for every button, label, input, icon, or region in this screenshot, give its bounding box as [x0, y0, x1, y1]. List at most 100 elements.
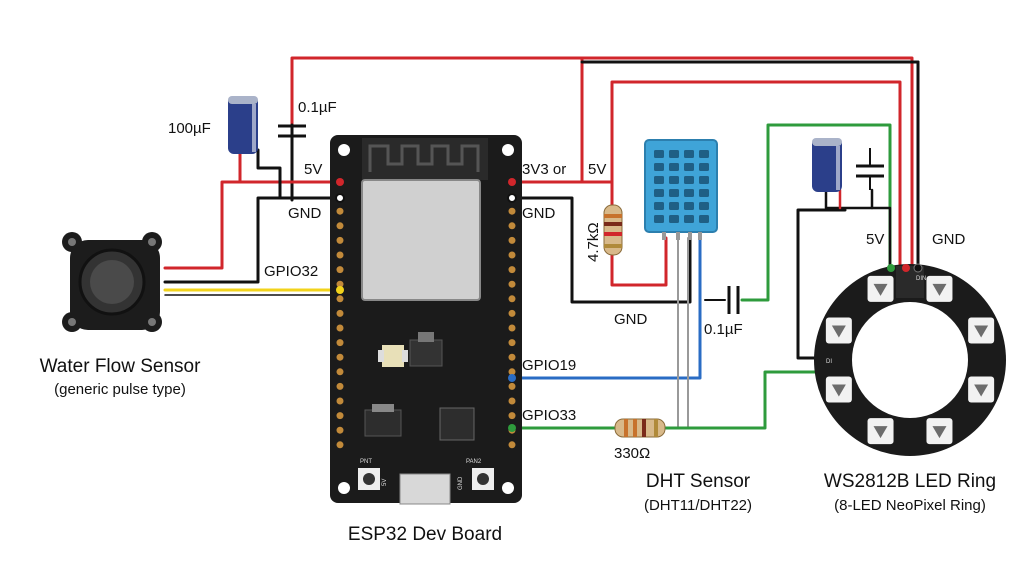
ring-di-label: DI [826, 359, 832, 365]
esp32-btn-left-label: PNT [360, 459, 372, 465]
junction-3v3 [508, 178, 516, 186]
ring-din-label: DIN [916, 276, 926, 282]
ring-inner [852, 302, 968, 418]
dht-grille-slot [684, 176, 694, 184]
label-dht-gnd: GND [614, 311, 648, 328]
ring-cap-top [812, 138, 842, 146]
wire-esp-gnd-dht [510, 196, 692, 304]
dht-grille-slot [684, 215, 694, 223]
dht-grille-slot [669, 202, 679, 210]
capacitor-01uf-left: 0.1µF [278, 99, 337, 138]
ring-led-die [974, 384, 989, 397]
flow-sensor-port-inner [90, 260, 134, 304]
junction-5v [336, 178, 344, 186]
esp32-btn-left-cap[interactable] [363, 473, 375, 485]
label-esp-gpio19: GPIO19 [522, 357, 576, 374]
dht-grille-slot [699, 163, 709, 171]
dht-sensor: GND DHT Sensor (DHT11/DHT22) [614, 139, 752, 514]
resistor-4k7-band2 [604, 222, 622, 226]
esp32-chip-small [364, 409, 402, 437]
dht-grille-slot [654, 150, 664, 158]
label-res-330: 330Ω [614, 445, 650, 462]
dht-title: DHT Sensor [646, 471, 751, 492]
dht-grille-slot [699, 189, 709, 197]
capacitor-100uf-stripe [252, 104, 256, 152]
label-ring-5v: 5V [866, 231, 884, 248]
ring-pad-3 [913, 263, 923, 273]
wire-3v3-to-resistor [580, 80, 902, 270]
dht-grille [654, 150, 709, 223]
esp32-board: PNT PAN2 5V GND ESP32 Dev Board [330, 135, 522, 545]
dht-grille-slot [654, 202, 664, 210]
dht-grille-slot [654, 189, 664, 197]
wire-cap100-gnd [256, 148, 282, 200]
dht-grille-slot [669, 189, 679, 197]
header-pin-left [336, 251, 344, 259]
wire-5v-bus-top [290, 56, 914, 270]
header-pin-right [508, 412, 516, 420]
header-pin-left [336, 426, 344, 434]
dht-pin-2 [676, 232, 680, 240]
flow-sensor-hole-tl [68, 238, 76, 246]
resistor-330-band1 [624, 419, 628, 437]
esp32-hole-tl [338, 144, 350, 156]
header-pin-right [508, 309, 516, 317]
ring-leds [825, 275, 995, 445]
esp32-btn-right-cap[interactable] [477, 473, 489, 485]
ring-led-die [932, 283, 947, 296]
header-pin-right [508, 441, 516, 449]
dht-grille-slot [684, 189, 694, 197]
wire-gpio33-green-2 [663, 370, 822, 430]
esp32-usb-port[interactable] [399, 473, 451, 505]
header-pin-right [508, 295, 516, 303]
label-100uf: 100µF [168, 120, 211, 137]
header-pin-left [336, 207, 344, 215]
header-pin-left [336, 280, 344, 288]
esp32-hole-br [502, 482, 514, 494]
header-pin-right [508, 368, 516, 376]
flow-sensor-title: Water Flow Sensor [40, 356, 202, 377]
header-pin-left [336, 368, 344, 376]
header-pin-right [508, 339, 516, 347]
header-pin-left [336, 441, 344, 449]
header-pin-right [508, 397, 516, 405]
header-pin-right [508, 353, 516, 361]
dht-grille-slot [654, 176, 664, 184]
header-pin-right [508, 207, 516, 215]
dht-grille-slot [699, 202, 709, 210]
esp32-led-pad-r [402, 350, 408, 362]
capacitor-01uf-mid: 0.1µF [704, 286, 743, 338]
capacitor-100uf: 100µF [168, 96, 258, 154]
flow-sensor-hole-tr [148, 238, 156, 246]
ws2812b-led-ring: DI DIN WS2812B LED Ring (8-LED NeoPixel … [814, 263, 1006, 514]
label-esp-5v-right: 5V [588, 161, 606, 178]
dht-grille-slot [684, 163, 694, 171]
dht-pin-3 [688, 232, 692, 240]
dht-grille-slot [684, 202, 694, 210]
ring-pad-2 [902, 264, 910, 272]
resistor-330-band2 [633, 419, 637, 437]
esp32-led-pad-l [378, 350, 384, 362]
dht-grille-slot [669, 215, 679, 223]
resistor-4k7-band4 [604, 244, 622, 248]
dht-grille-slot [654, 163, 664, 171]
wire-flow-5v [163, 180, 342, 270]
esp32-hole-bl [338, 482, 350, 494]
ring-led-die [873, 426, 888, 439]
label-esp-3v3: 3V3 or [522, 161, 566, 178]
label-esp-gpio33: GPIO33 [522, 407, 576, 424]
header-pin-left [336, 236, 344, 244]
esp32-regulator-tab [418, 332, 434, 342]
wire-ring-cap-black [824, 188, 874, 210]
ring-subtitle: (8-LED NeoPixel Ring) [834, 497, 986, 514]
header-pin-left [336, 266, 344, 274]
dht-pin-1 [662, 232, 666, 240]
ring-led-die [932, 426, 947, 439]
header-pin-right [508, 251, 516, 259]
ring-pad-1 [887, 264, 895, 272]
ring-capacitors: 5V GND [812, 138, 966, 248]
header-pin-left [336, 222, 344, 230]
label-esp-5v: 5V [304, 161, 322, 178]
ring-led-die [831, 325, 846, 338]
